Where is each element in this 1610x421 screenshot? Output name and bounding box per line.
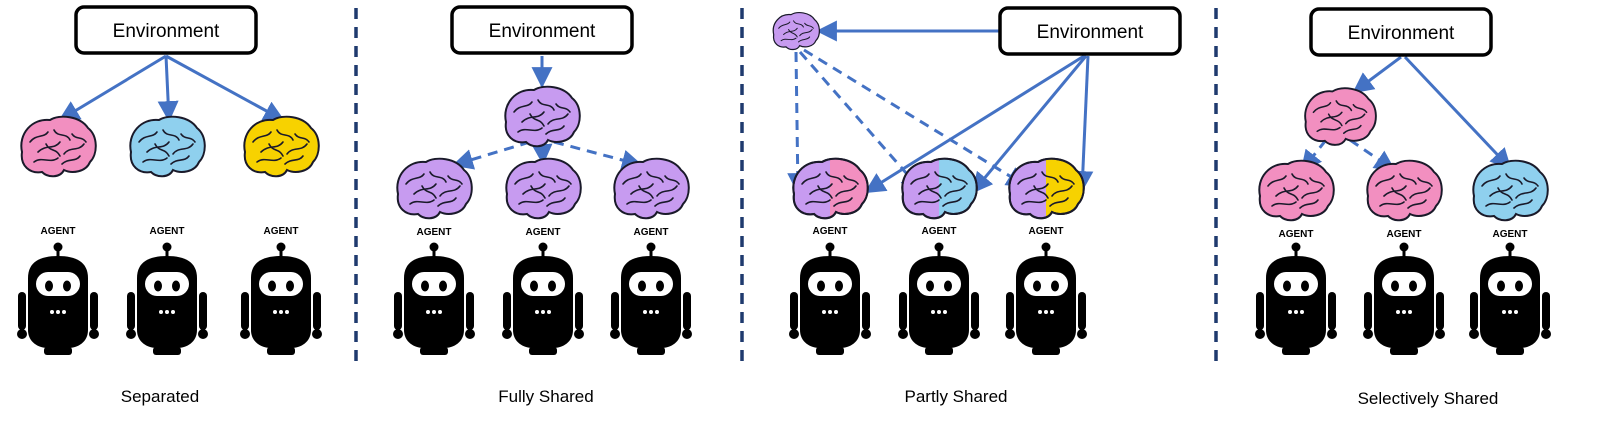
shared-to-agent-brain-arrow: [787, 51, 809, 195]
agent-label: AGENT: [417, 227, 452, 238]
agent-label: AGENT: [922, 226, 957, 237]
panel-caption: Selectively Shared: [1358, 389, 1499, 408]
robot-icon: [240, 242, 322, 355]
shared-to-agent-brain-arrow: [451, 140, 531, 170]
agent-label: AGENT: [264, 226, 299, 237]
agent-brain-icon: [613, 157, 690, 220]
environment-label: Environment: [1037, 22, 1144, 43]
agent-label: AGENT: [1493, 229, 1528, 240]
environment-to-brain-arrow: [864, 54, 1085, 194]
robot-icon: [1363, 242, 1445, 355]
arrow-layer: [58, 20, 1512, 195]
environment-label: Environment: [1348, 23, 1455, 44]
agent-brain-icon: [1366, 159, 1443, 222]
robot-icon: [393, 242, 475, 355]
environment-label: Environment: [113, 21, 220, 42]
robot-icon: [789, 242, 871, 355]
agent-label: AGENT: [634, 227, 669, 238]
robot-icon: [610, 242, 692, 355]
robot-icon: [1255, 242, 1337, 355]
panel-caption: Fully Shared: [498, 387, 593, 406]
robot-icon: [1005, 242, 1087, 355]
shared-to-agent-brain-arrow: [798, 51, 923, 192]
environment-to-brain-arrow: [1072, 55, 1094, 193]
robot-icon: [1469, 242, 1551, 355]
agent-brain-icon: [1472, 159, 1549, 222]
robot-icon: [502, 242, 584, 355]
environment-to-brain-arrow: [157, 55, 179, 123]
divider-layer: [354, 8, 1218, 362]
environment-box: Environment: [998, 6, 1182, 56]
agent-brain-icon: [1258, 159, 1335, 222]
agent-brain-icon: [129, 115, 206, 178]
agent-label: AGENT: [1387, 229, 1422, 240]
environment-box: Environment: [74, 5, 258, 55]
shared-to-agent-brain-arrow: [1349, 138, 1396, 172]
environment-to-brain-arrow: [58, 54, 167, 122]
robot-icon: [17, 242, 99, 355]
agent-label: AGENT: [1279, 229, 1314, 240]
agent-label: AGENT: [813, 226, 848, 237]
agent-brain-icon: [20, 115, 97, 178]
agent-label: AGENT: [150, 226, 185, 237]
panel-caption: Partly Shared: [905, 387, 1008, 406]
environment-to-brain-arrow: [1403, 55, 1512, 170]
environment-to-brain-arrow: [165, 54, 285, 122]
shared-to-agent-brain-arrow: [803, 48, 1028, 188]
environment-box: Environment: [450, 5, 634, 55]
agent-brain-icon: [792, 157, 869, 220]
panel-caption: Separated: [121, 387, 199, 406]
agent-label: AGENT: [41, 226, 76, 237]
agent-brain-icon: [505, 157, 582, 220]
agent-brain-icon: [243, 115, 320, 178]
shared-to-agent-brain-arrow: [1300, 139, 1328, 172]
agent-brain-icon: [901, 157, 978, 220]
robot-icon: [898, 242, 980, 355]
environment-label: Environment: [489, 21, 596, 42]
shared-brain-icon: [504, 85, 581, 148]
environment-to-brain-arrow: [971, 55, 1088, 194]
agent-brain-icon: [396, 157, 473, 220]
agent-label: AGENT: [526, 227, 561, 238]
shared-brain-icon: [1304, 87, 1377, 146]
environment-to-shared-brain-arrow: [1352, 55, 1402, 94]
environment-box: Environment: [1309, 7, 1493, 57]
shared-to-agent-brain-arrow: [553, 140, 644, 171]
shared-brain-icon: [772, 11, 821, 51]
agent-brain-icon: [1008, 157, 1085, 220]
agent-label: AGENT: [1029, 226, 1064, 237]
robot-icon: [126, 242, 208, 355]
